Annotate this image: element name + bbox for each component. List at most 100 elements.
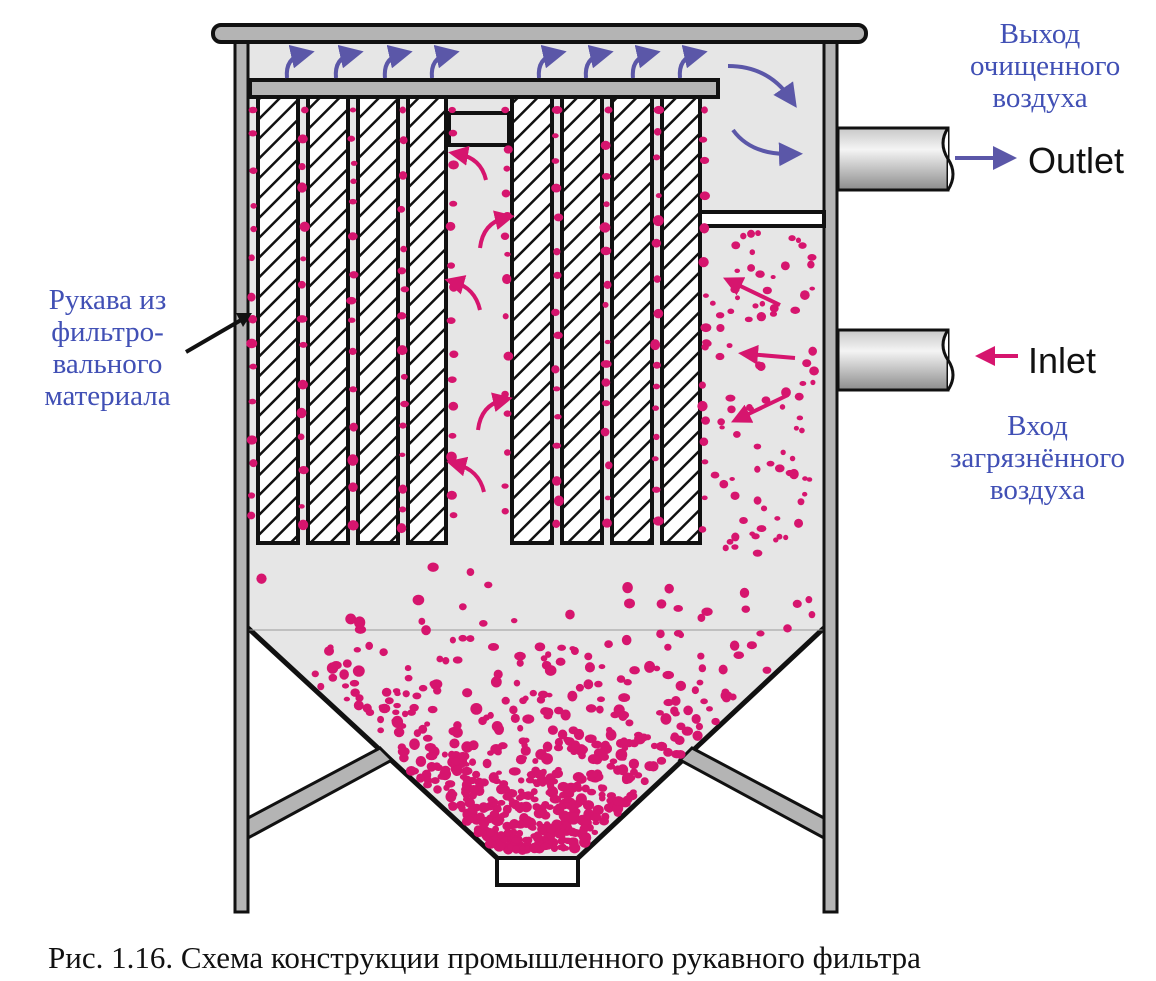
dust-particle: [394, 690, 401, 697]
dust-particle: [621, 800, 631, 807]
dust-particle: [718, 664, 728, 675]
dust-particle: [601, 173, 611, 180]
dust-particle: [790, 306, 801, 315]
bags-label-line: фильтро-: [51, 316, 164, 348]
dust-particle: [416, 757, 426, 767]
dust-particle: [504, 251, 511, 257]
dust-particle: [523, 737, 530, 743]
dust-particle: [328, 673, 338, 682]
inlet-pipe: [836, 328, 955, 392]
dust-particle: [400, 245, 408, 253]
dust-particle: [516, 829, 524, 837]
dust-particle: [520, 801, 532, 813]
dust-particle: [711, 717, 720, 726]
dust-particle: [652, 516, 664, 526]
dust-particle: [393, 702, 401, 709]
dust-particle: [796, 415, 804, 421]
center-box: [447, 111, 511, 147]
inlet-label-ru: Вход загрязнённого воздуха: [925, 410, 1150, 506]
dust-particle: [489, 841, 498, 849]
dust-particle: [623, 679, 632, 686]
dust-particle: [617, 764, 629, 776]
dust-particle: [532, 758, 539, 764]
dust-particle: [604, 339, 611, 345]
dust-particle: [553, 495, 564, 507]
dust-particle: [565, 609, 575, 620]
dust-particle: [600, 740, 611, 751]
dust-particle: [628, 758, 640, 770]
dust-particle: [483, 816, 494, 824]
dust-particle: [519, 697, 527, 705]
dust-particle: [652, 154, 661, 161]
dust-particle: [663, 698, 674, 707]
top-cover: [211, 23, 868, 44]
dust-particle: [397, 205, 406, 213]
dust-particle: [503, 165, 511, 172]
dust-particle: [393, 727, 405, 738]
dust-particle: [396, 345, 408, 356]
dust-particle: [739, 516, 748, 525]
dust-particle: [501, 696, 510, 705]
dust-particle: [384, 697, 394, 705]
dust-particle: [392, 709, 400, 716]
dust-particle: [522, 714, 535, 724]
dust-particle: [404, 674, 413, 682]
dust-particle: [591, 829, 599, 836]
dust-particle: [552, 386, 561, 392]
dust-particle: [598, 791, 606, 798]
dust-particle: [297, 182, 307, 193]
dust-particle: [534, 642, 546, 652]
dust-particle: [347, 454, 359, 466]
dust-particle: [553, 805, 561, 812]
dust-particle: [529, 842, 540, 854]
dust-discharge: [495, 856, 580, 887]
dust-particle: [805, 595, 813, 604]
dust-particle: [624, 598, 635, 609]
dust-particle: [497, 831, 505, 839]
dust-particle: [353, 700, 364, 711]
dust-particle: [650, 339, 661, 351]
dust-particle: [250, 203, 257, 209]
dust-particle: [653, 665, 661, 672]
dust-particle: [715, 352, 725, 361]
dust-particle: [697, 652, 705, 660]
dust-particle: [756, 312, 767, 322]
dust-particle: [399, 422, 407, 429]
dust-particle: [446, 317, 456, 325]
dust-particle: [476, 812, 485, 821]
dust-particle: [400, 286, 410, 293]
bags-label-ru: Рукава из фильтро- вального материала: [20, 284, 195, 412]
dust-particle: [629, 768, 638, 776]
dust-particle: [577, 745, 589, 754]
dust-particle: [448, 432, 457, 439]
dust-particle: [605, 461, 613, 470]
dust-particle: [600, 360, 612, 368]
dust-particle: [501, 106, 510, 114]
bags-label-line: вального: [52, 348, 163, 380]
dust-particle: [345, 613, 357, 625]
dust-particle: [546, 779, 555, 788]
dust-particle: [604, 640, 613, 649]
filter-bag: [356, 95, 400, 545]
dust-particle: [554, 737, 564, 747]
dust-particle: [727, 405, 736, 414]
dust-particle: [350, 688, 360, 697]
dust-particle: [792, 599, 802, 609]
dust-particle: [673, 605, 683, 612]
dust-particle: [551, 183, 562, 193]
dust-particle: [488, 772, 499, 783]
dust-particle: [449, 636, 456, 644]
dust-particle: [519, 845, 527, 851]
dust-particle: [621, 634, 632, 646]
baffle-shelf: [698, 210, 826, 228]
dust-particle: [716, 323, 725, 333]
dust-particle: [602, 518, 612, 528]
dust-particle: [511, 837, 521, 844]
dust-particle: [487, 796, 496, 804]
dust-particle: [530, 788, 538, 795]
dust-particle: [715, 312, 725, 319]
dust-particle: [745, 403, 753, 412]
dust-particle: [399, 452, 406, 458]
dust-particle: [741, 605, 751, 613]
